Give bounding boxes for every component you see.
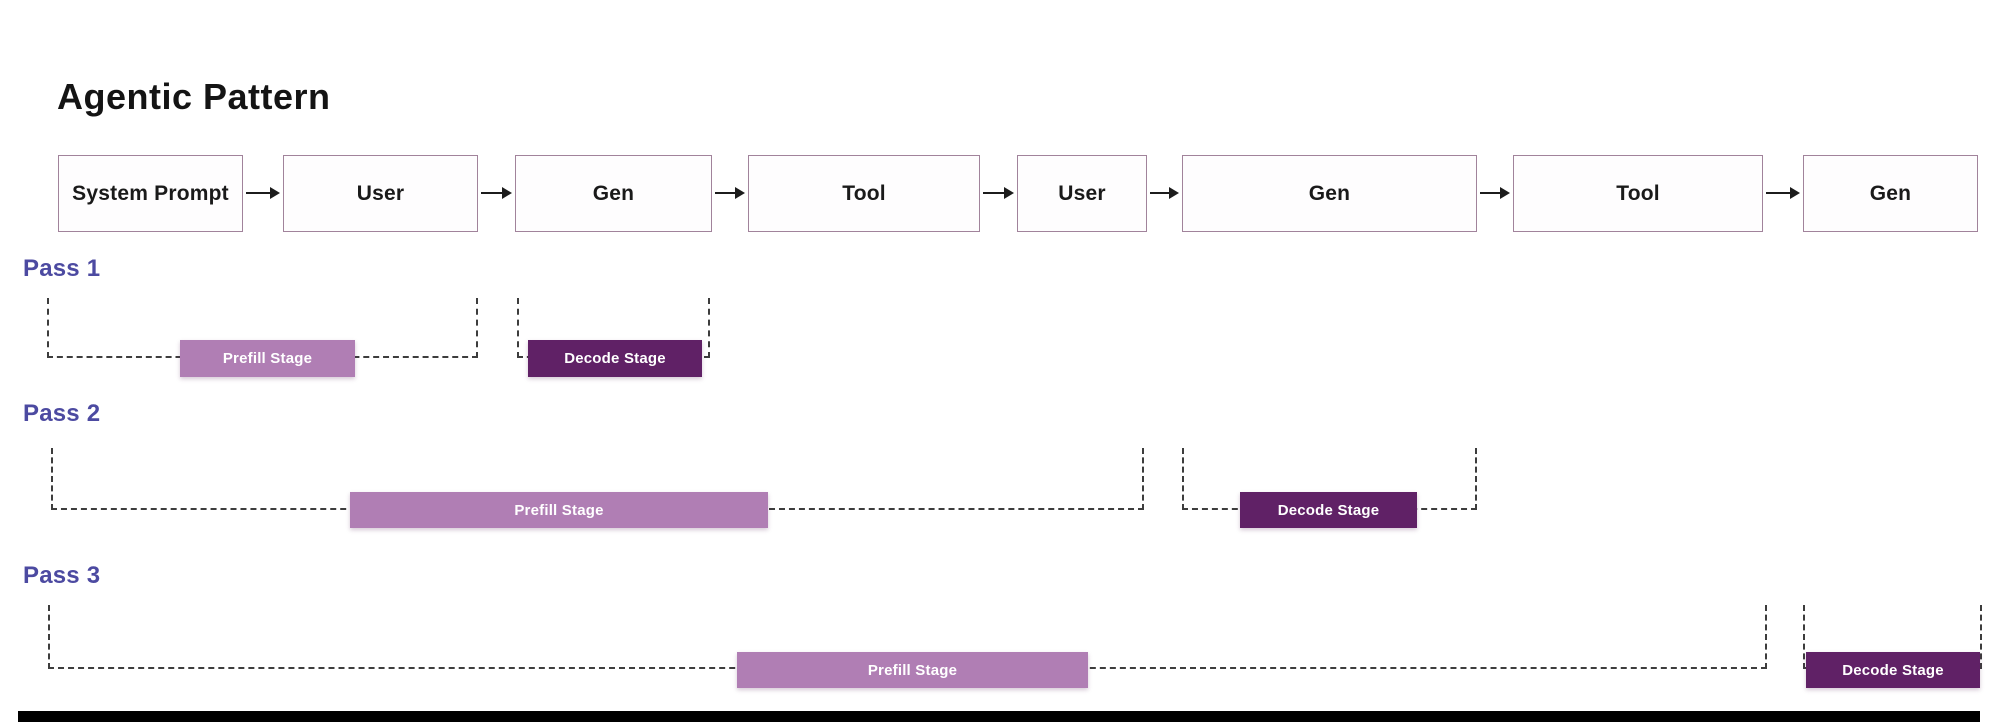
- arrow-head-icon: [1500, 187, 1510, 199]
- flow-box-system-prompt: System Prompt: [58, 155, 243, 232]
- arrow-right-icon: [715, 187, 745, 199]
- flow-box-tool-2: Tool: [1513, 155, 1763, 232]
- arrow-line: [481, 191, 505, 195]
- pass-2-label: Pass 2: [23, 400, 101, 427]
- pass-3-decode-bar: Decode Stage: [1806, 652, 1980, 688]
- flow-box-gen-3: Gen: [1803, 155, 1978, 232]
- arrow-right-icon: [1150, 187, 1179, 199]
- pass-1-prefill-bar: Prefill Stage: [180, 340, 355, 377]
- flow-box-user-2: User: [1017, 155, 1147, 232]
- pass-1-decode-bar: Decode Stage: [528, 340, 702, 377]
- arrow-right-icon: [481, 187, 512, 199]
- pass-2-decode-bar: Decode Stage: [1240, 492, 1417, 528]
- pass-2-prefill-bar: Prefill Stage: [350, 492, 768, 528]
- arrow-head-icon: [270, 187, 280, 199]
- arrow-head-icon: [1004, 187, 1014, 199]
- page-title: Agentic Pattern: [57, 76, 331, 117]
- arrow-head-icon: [735, 187, 745, 199]
- arrow-head-icon: [502, 187, 512, 199]
- arrow-right-icon: [983, 187, 1014, 199]
- flow-box-user-1: User: [283, 155, 478, 232]
- arrow-head-icon: [1169, 187, 1179, 199]
- arrow-line: [1480, 191, 1503, 195]
- flow-box-gen-1: Gen: [515, 155, 712, 232]
- flow-box-tool-1: Tool: [748, 155, 980, 232]
- arrow-line: [246, 191, 273, 195]
- arrow-line: [1150, 191, 1172, 195]
- arrow-right-icon: [1766, 187, 1800, 199]
- arrow-right-icon: [246, 187, 280, 199]
- footer-bar: [18, 711, 1980, 722]
- pass-1-label: Pass 1: [23, 255, 101, 282]
- pass-3-prefill-bar: Prefill Stage: [737, 652, 1088, 688]
- arrow-right-icon: [1480, 187, 1510, 199]
- arrow-line: [1766, 191, 1793, 195]
- arrow-head-icon: [1790, 187, 1800, 199]
- pass-3-label: Pass 3: [23, 562, 101, 589]
- flow-box-gen-2: Gen: [1182, 155, 1477, 232]
- arrow-line: [715, 191, 738, 195]
- arrow-line: [983, 191, 1007, 195]
